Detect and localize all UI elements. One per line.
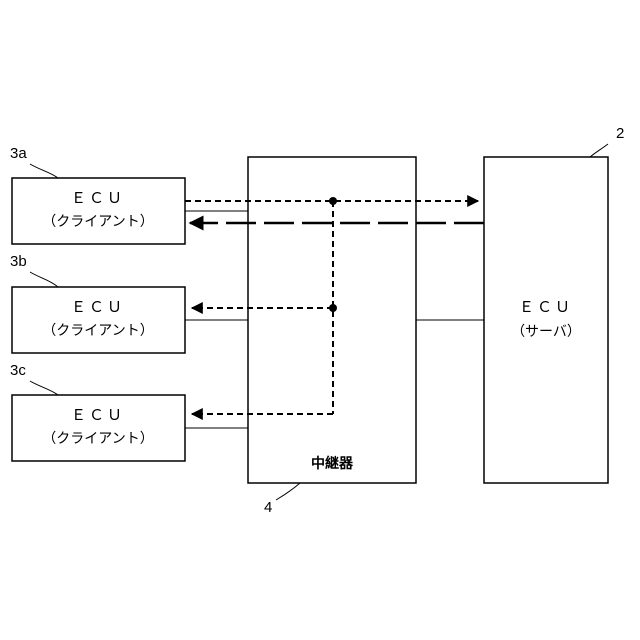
ref-3a: 3a: [10, 145, 27, 162]
client-3b-line2: （クライアント）: [42, 323, 153, 339]
client-3a-line1: ＥＣＵ: [71, 189, 125, 207]
leader-3a: [30, 164, 58, 178]
leader-3c: [30, 381, 58, 395]
client-box-3b: [12, 287, 185, 353]
server-label-line2: （サーバ）: [511, 324, 581, 340]
client-3b-line1: ＥＣＵ: [71, 298, 125, 316]
ref-3c: 3c: [10, 362, 26, 379]
relay-label: 中継器: [311, 455, 354, 472]
client-3a-line2: （クライアント）: [42, 214, 153, 230]
junction-dot-top: [329, 197, 337, 205]
leader-3b: [30, 272, 58, 287]
leader-2: [590, 144, 608, 157]
server-box: [484, 157, 608, 483]
junction-dot-middle: [329, 304, 337, 312]
client-3c-line2: （クライアント）: [42, 431, 153, 447]
client-box-3c: [12, 395, 185, 461]
client-3c-line1: ＥＣＵ: [71, 406, 125, 424]
ref-3b: 3b: [10, 253, 27, 270]
ref-4: 4: [264, 499, 272, 516]
leader-4: [276, 483, 300, 500]
client-box-3a: [12, 178, 185, 244]
ref-2: 2: [616, 125, 624, 142]
server-label-line1: ＥＣＵ: [519, 298, 573, 316]
